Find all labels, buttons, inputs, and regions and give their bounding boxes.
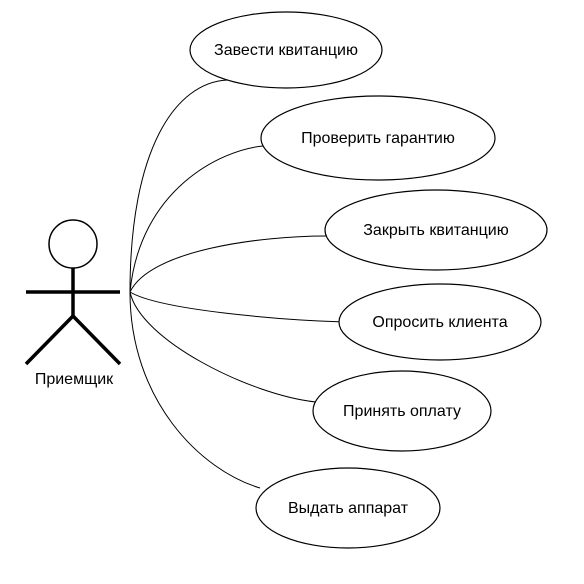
actor-label: Приемщик bbox=[35, 371, 114, 388]
use-case-6[interactable]: Выдать аппарат bbox=[255, 467, 441, 549]
use-case-ellipse bbox=[312, 370, 492, 452]
use-case-ellipse bbox=[260, 95, 496, 181]
use-case-label: Опросить клиента bbox=[372, 314, 507, 331]
use-case-4[interactable]: Опросить клиента bbox=[338, 283, 542, 361]
actor-left-leg bbox=[24, 314, 75, 366]
use-case-label: Завести квитанцию bbox=[214, 42, 358, 59]
use-case-ellipse bbox=[189, 11, 383, 89]
association-line-6 bbox=[129, 291, 261, 489]
use-case-3[interactable]: Закрыть квитанцию bbox=[324, 189, 548, 271]
association-line-5 bbox=[129, 291, 317, 403]
use-case-label: Принять оплату bbox=[343, 403, 461, 420]
actor-body bbox=[24, 268, 122, 366]
associations bbox=[129, 79, 346, 489]
use-case-label: Выдать аппарат bbox=[288, 500, 409, 517]
actor-right-leg bbox=[71, 314, 122, 366]
use-case-2[interactable]: Проверить гарантию bbox=[260, 95, 496, 181]
use-case-1[interactable]: Завести квитанцию bbox=[189, 11, 383, 89]
actor[interactable]: Приемщик bbox=[24, 219, 122, 388]
association-line-4 bbox=[129, 291, 346, 323]
use-case-label: Закрыть квитанцию bbox=[363, 222, 509, 239]
use-case-ellipse bbox=[324, 189, 548, 271]
association-line-2 bbox=[129, 145, 264, 293]
use-case-label: Проверить гарантию bbox=[301, 130, 455, 147]
actor-head bbox=[48, 219, 98, 269]
use-case-ellipse bbox=[255, 467, 441, 549]
association-line-1 bbox=[129, 79, 229, 293]
use-case-ellipse bbox=[338, 283, 542, 361]
association-line-3 bbox=[129, 235, 327, 293]
use-case-5[interactable]: Принять оплату bbox=[312, 370, 492, 452]
